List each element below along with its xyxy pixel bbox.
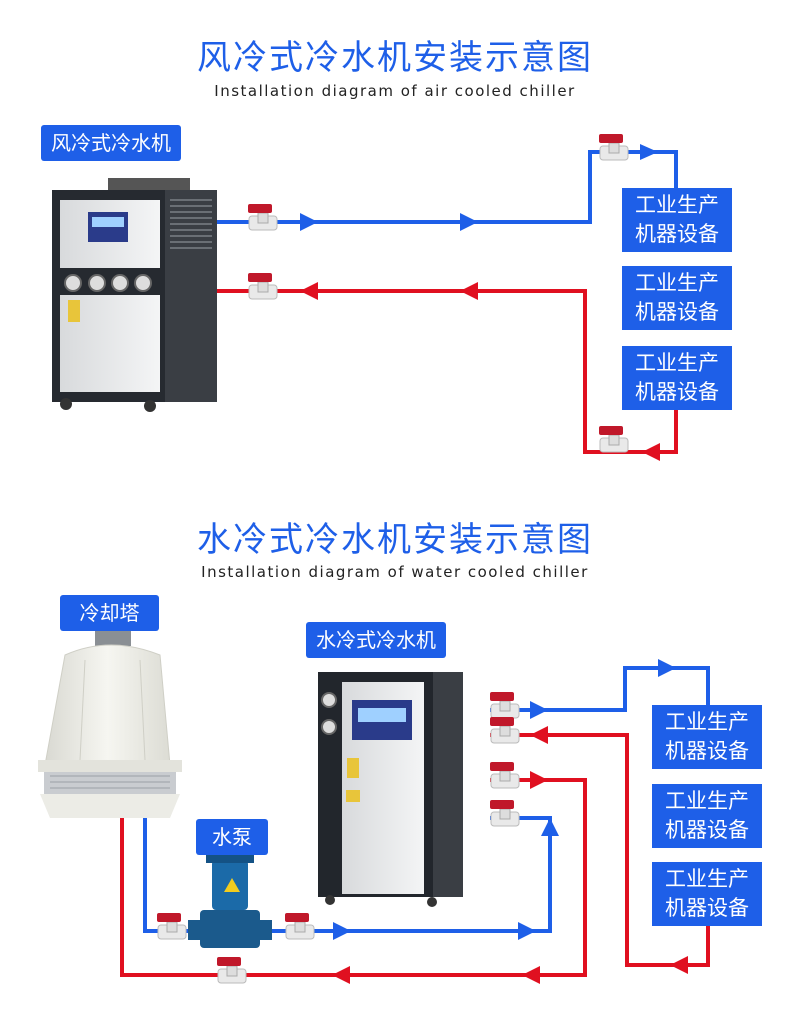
equipment-line1: 工业生产 xyxy=(635,193,719,217)
return-arrow xyxy=(522,966,540,984)
water-pump-label: 水泵 xyxy=(196,819,268,855)
equipment-line1: 工业生产 xyxy=(665,789,749,813)
supply-arrow xyxy=(541,818,559,836)
equipment-line2: 机器设备 xyxy=(665,818,749,842)
water-chilled-return-pipe xyxy=(490,733,710,967)
equipment-line2: 机器设备 xyxy=(635,300,719,324)
return-arrow xyxy=(530,771,548,789)
air-diagram-title: 风冷式冷水机安装示意图 xyxy=(197,38,593,78)
supply-arrow xyxy=(333,922,351,940)
air-supply-arrow xyxy=(640,144,658,160)
air-diagram-subtitle: Installation diagram of air cooled chill… xyxy=(214,82,576,100)
water-equipment-box: 工业生产 机器设备 xyxy=(652,784,762,848)
air-return-arrow xyxy=(300,282,318,300)
equipment-line1: 工业生产 xyxy=(635,351,719,375)
equipment-line2: 机器设备 xyxy=(665,896,749,920)
supply-arrow xyxy=(530,701,548,719)
return-arrow xyxy=(332,966,350,984)
water-diagram-title: 水冷式冷水机安装示意图 xyxy=(197,520,593,560)
valve-icon xyxy=(598,425,629,453)
valve-icon xyxy=(156,912,187,940)
air-cooled-chiller-label: 风冷式冷水机 xyxy=(41,125,181,161)
water-equipment-box: 工业生产 机器设备 xyxy=(652,705,762,769)
valve-icon xyxy=(216,956,247,984)
valve-icon xyxy=(247,272,278,300)
valve-icon xyxy=(489,691,520,719)
equipment-line2: 机器设备 xyxy=(635,380,719,404)
air-return-arrow xyxy=(460,282,478,300)
equipment-line1: 工业生产 xyxy=(635,271,719,295)
air-supply-arrow xyxy=(460,213,478,231)
air-equipment-box: 工业生产 机器设备 xyxy=(622,346,732,410)
cooling-tower-label: 冷却塔 xyxy=(60,595,159,631)
equipment-line2: 机器设备 xyxy=(665,739,749,763)
valve-icon xyxy=(284,912,315,940)
return-arrow xyxy=(670,956,688,974)
equipment-line1: 工业生产 xyxy=(665,710,749,734)
cooling-tower-image xyxy=(38,628,182,818)
valve-icon xyxy=(247,203,278,231)
air-return-arrow xyxy=(642,443,660,461)
supply-arrow xyxy=(658,659,676,677)
air-equipment-box: 工业生产 机器设备 xyxy=(622,266,732,330)
water-cooled-chiller-image xyxy=(318,672,463,907)
water-equipment-box: 工业生产 机器设备 xyxy=(652,862,762,926)
air-supply-pipe xyxy=(215,150,678,224)
equipment-line1: 工业生产 xyxy=(665,867,749,891)
equipment-line2: 机器设备 xyxy=(635,222,719,246)
air-cooled-chiller-image xyxy=(52,178,217,412)
air-supply-arrow xyxy=(300,213,318,231)
cooling-tower-supply-pipe xyxy=(143,800,552,933)
valve-icon xyxy=(489,799,520,827)
air-equipment-box: 工业生产 机器设备 xyxy=(622,188,732,252)
supply-arrow xyxy=(518,922,536,940)
valve-icon xyxy=(598,133,629,161)
return-arrow xyxy=(530,726,548,744)
water-chilled-supply-pipe xyxy=(490,666,710,712)
cooling-tower-return-pipe xyxy=(120,778,587,977)
valve-icon xyxy=(489,716,520,744)
water-diagram-subtitle: Installation diagram of water cooled chi… xyxy=(201,563,589,581)
water-pump-image xyxy=(188,855,272,948)
valve-icon xyxy=(489,761,520,789)
water-cooled-chiller-label: 水冷式冷水机 xyxy=(306,622,446,658)
